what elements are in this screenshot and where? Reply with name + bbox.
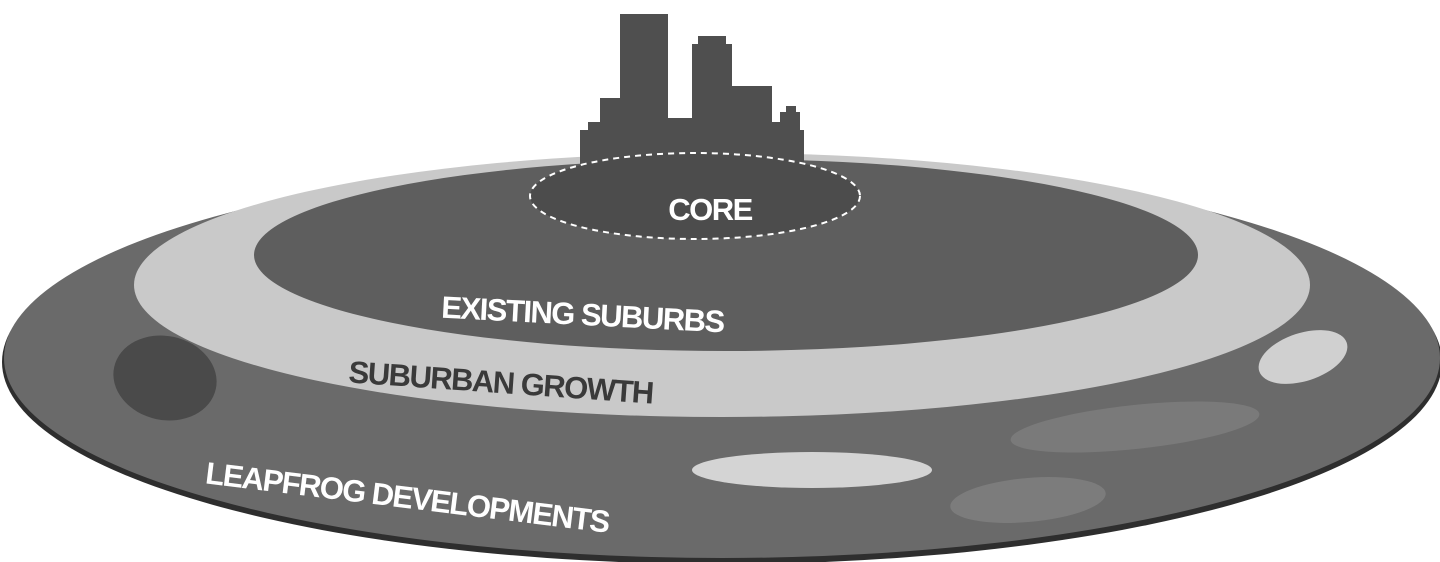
- building-spire-top: [698, 36, 726, 46]
- building-far-right-cap: [786, 106, 796, 114]
- leapfrog-patch-light-center: [692, 452, 932, 488]
- leapfrog-patch-light-right: [1258, 330, 1348, 384]
- leapfrog-patch-textured-right: [1010, 401, 1260, 453]
- core-disc: [529, 152, 861, 240]
- leapfrog-patches: [113, 330, 1348, 523]
- core-label: CORE: [668, 192, 752, 227]
- leapfrog-patch-textured-bottom: [950, 477, 1106, 523]
- leapfrog-patch-dark-left: [113, 335, 217, 421]
- existing-suburbs-disc: [254, 159, 1198, 351]
